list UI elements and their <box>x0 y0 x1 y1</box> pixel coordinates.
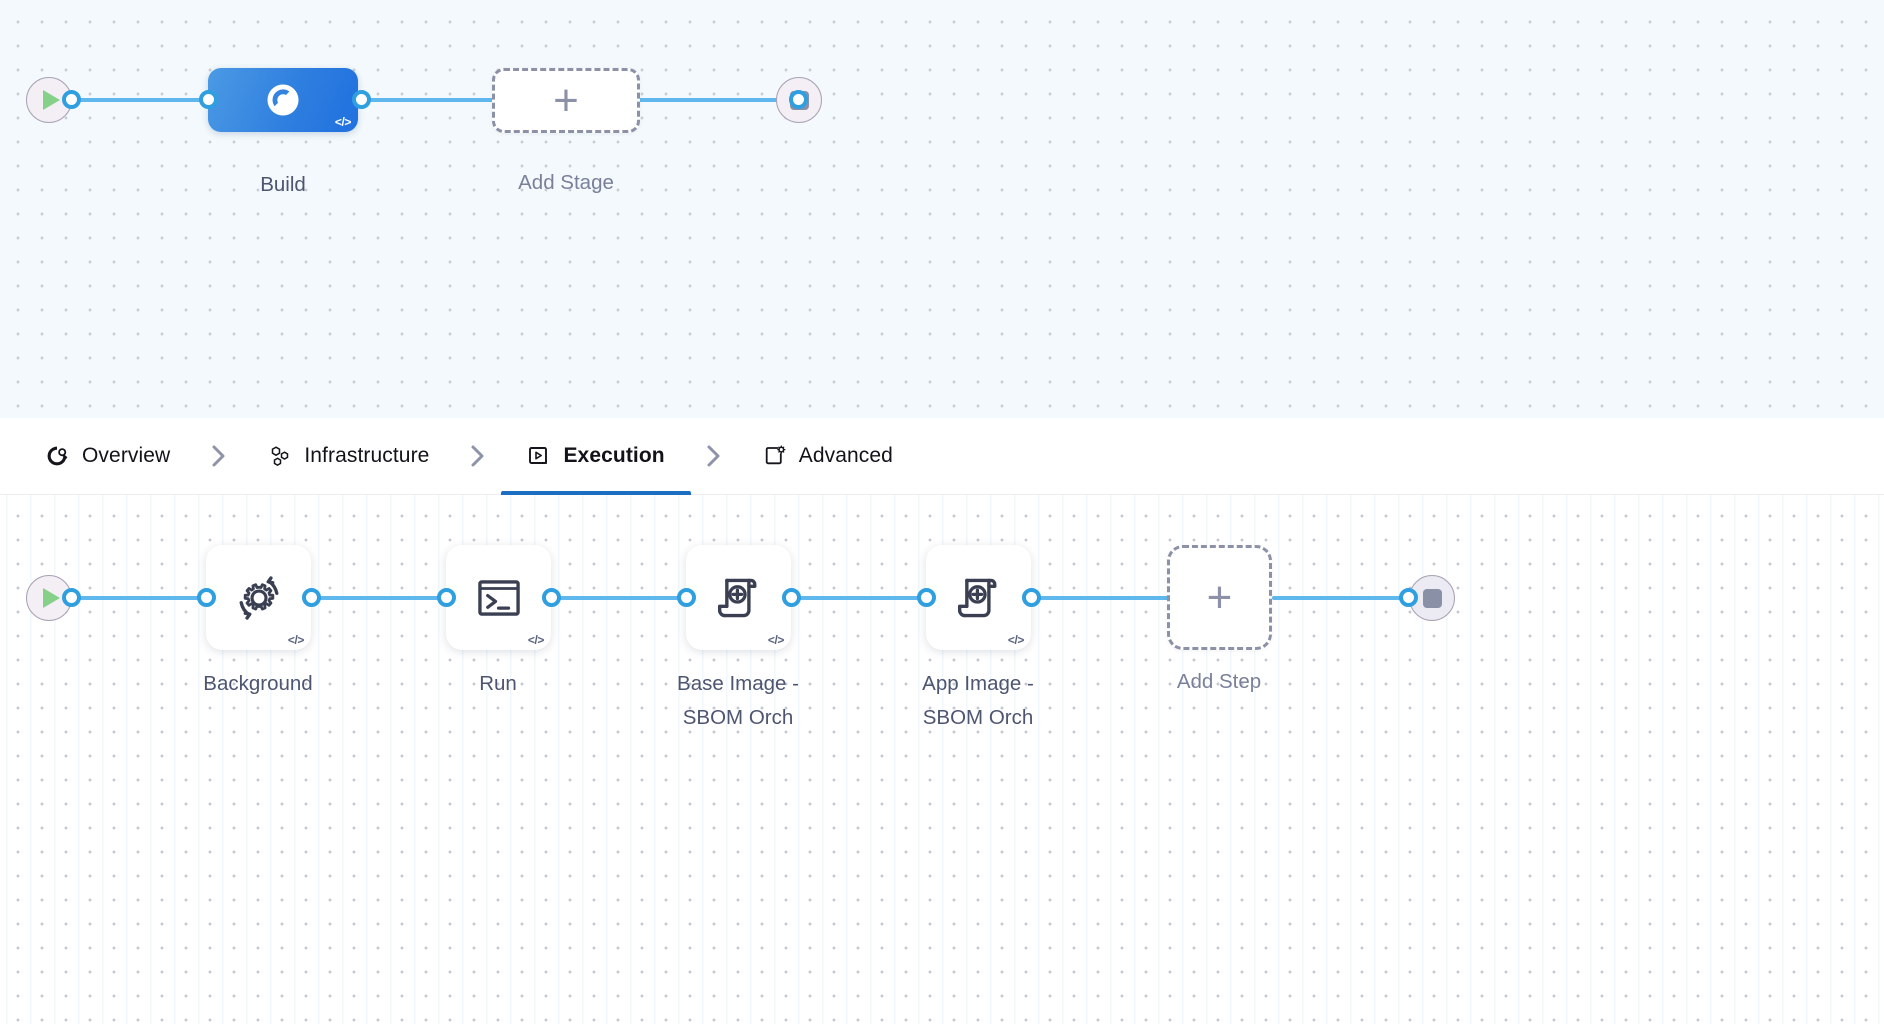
tab-separator-3 <box>691 442 737 470</box>
step-label-background: Background <box>203 672 313 695</box>
play-icon <box>43 588 60 608</box>
step-connector-start-background <box>62 596 222 600</box>
scroll-plus-icon <box>717 578 756 617</box>
step-label-run: Run <box>479 672 517 695</box>
add-step-label: Add Step <box>1176 670 1262 693</box>
code-badge-icon: </> <box>334 115 352 129</box>
step-port-end-in[interactable] <box>1399 588 1418 607</box>
step-connector-appimage-addstep <box>1022 596 1182 600</box>
stage-graph-canvas[interactable]: </> Build + Add Stage <box>0 0 1884 418</box>
plus-icon: + <box>1206 572 1233 622</box>
step-label-base-image-sbom-orch: Base Image - SBOM Orch <box>677 672 799 729</box>
tab-label-execution: Execution <box>563 444 665 467</box>
step-graph-canvas[interactable]: </> Background </> Run <box>0 495 1884 1024</box>
step-port-run-out[interactable] <box>542 588 561 607</box>
stage-port-build-in[interactable] <box>199 90 218 109</box>
chevron-right-icon <box>471 445 484 467</box>
stage-connector-start-build <box>62 98 222 102</box>
step-node-run[interactable]: </> <box>446 545 551 650</box>
terminal-icon <box>477 579 520 616</box>
step-port-run-in[interactable] <box>437 588 456 607</box>
gear-refresh-icon <box>239 575 278 620</box>
step-connector-background-run <box>302 596 462 600</box>
tab-label-overview: Overview <box>82 444 171 467</box>
stage-node-build[interactable]: </> <box>208 68 358 132</box>
stop-icon <box>1422 588 1442 608</box>
tab-separator-1 <box>196 442 242 470</box>
step-port-start-out[interactable] <box>62 588 81 607</box>
stage-port-start-out[interactable] <box>62 90 81 109</box>
stage-config-tabs: Overview Infrastructure <box>0 418 1884 495</box>
step-connector-addstep-end <box>1272 596 1427 600</box>
chevron-right-icon <box>707 445 720 467</box>
step-port-appimage-in[interactable] <box>917 588 936 607</box>
stage-connector-build-addstage <box>352 98 512 102</box>
stage-port-end-in[interactable] <box>789 90 808 109</box>
code-badge-icon: </> <box>1007 633 1025 647</box>
tab-execution[interactable]: Execution <box>501 418 691 495</box>
ci-build-icon <box>267 84 299 116</box>
step-connector-baseimage-appimage <box>782 596 942 600</box>
play-icon <box>43 90 60 110</box>
stage-label-build: Build <box>260 173 306 196</box>
execution-end-node[interactable] <box>1409 575 1455 621</box>
step-node-app-image-sbom-orch[interactable]: </> <box>926 545 1031 650</box>
tab-advanced[interactable]: Advanced <box>737 418 919 495</box>
stage-connector-addstage-end <box>630 98 795 102</box>
add-step-button[interactable]: + <box>1167 545 1272 650</box>
step-port-background-in[interactable] <box>197 588 216 607</box>
plus-icon: + <box>553 75 579 125</box>
hexagon-cluster-icon <box>272 446 289 466</box>
play-box-icon <box>529 447 548 464</box>
add-stage-button[interactable]: + <box>492 68 640 133</box>
step-port-appimage-out[interactable] <box>1022 588 1041 607</box>
step-label-app-image-sbom-orch: App Image - SBOM Orch <box>922 672 1034 729</box>
code-badge-icon: </> <box>287 633 305 647</box>
step-connector-run-baseimage <box>542 596 702 600</box>
tab-infrastructure[interactable]: Infrastructure <box>242 418 455 495</box>
tab-separator-2 <box>455 442 501 470</box>
tab-label-infrastructure: Infrastructure <box>304 444 430 467</box>
tab-label-advanced: Advanced <box>798 444 893 467</box>
tab-overview[interactable]: Overview <box>20 418 196 495</box>
code-badge-icon: </> <box>527 633 545 647</box>
settings-page-icon <box>765 445 786 465</box>
step-node-background[interactable]: </> <box>206 545 311 650</box>
stage-port-build-out[interactable] <box>352 90 371 109</box>
step-port-baseimage-out[interactable] <box>782 588 801 607</box>
code-badge-icon: </> <box>767 633 785 647</box>
scroll-plus-icon <box>957 578 996 617</box>
ci-overview-icon <box>47 446 68 466</box>
step-node-base-image-sbom-orch[interactable]: </> <box>686 545 791 650</box>
step-port-baseimage-in[interactable] <box>677 588 696 607</box>
add-stage-label: Add Stage <box>518 171 614 194</box>
chevron-right-icon <box>212 445 225 467</box>
step-port-background-out[interactable] <box>302 588 321 607</box>
